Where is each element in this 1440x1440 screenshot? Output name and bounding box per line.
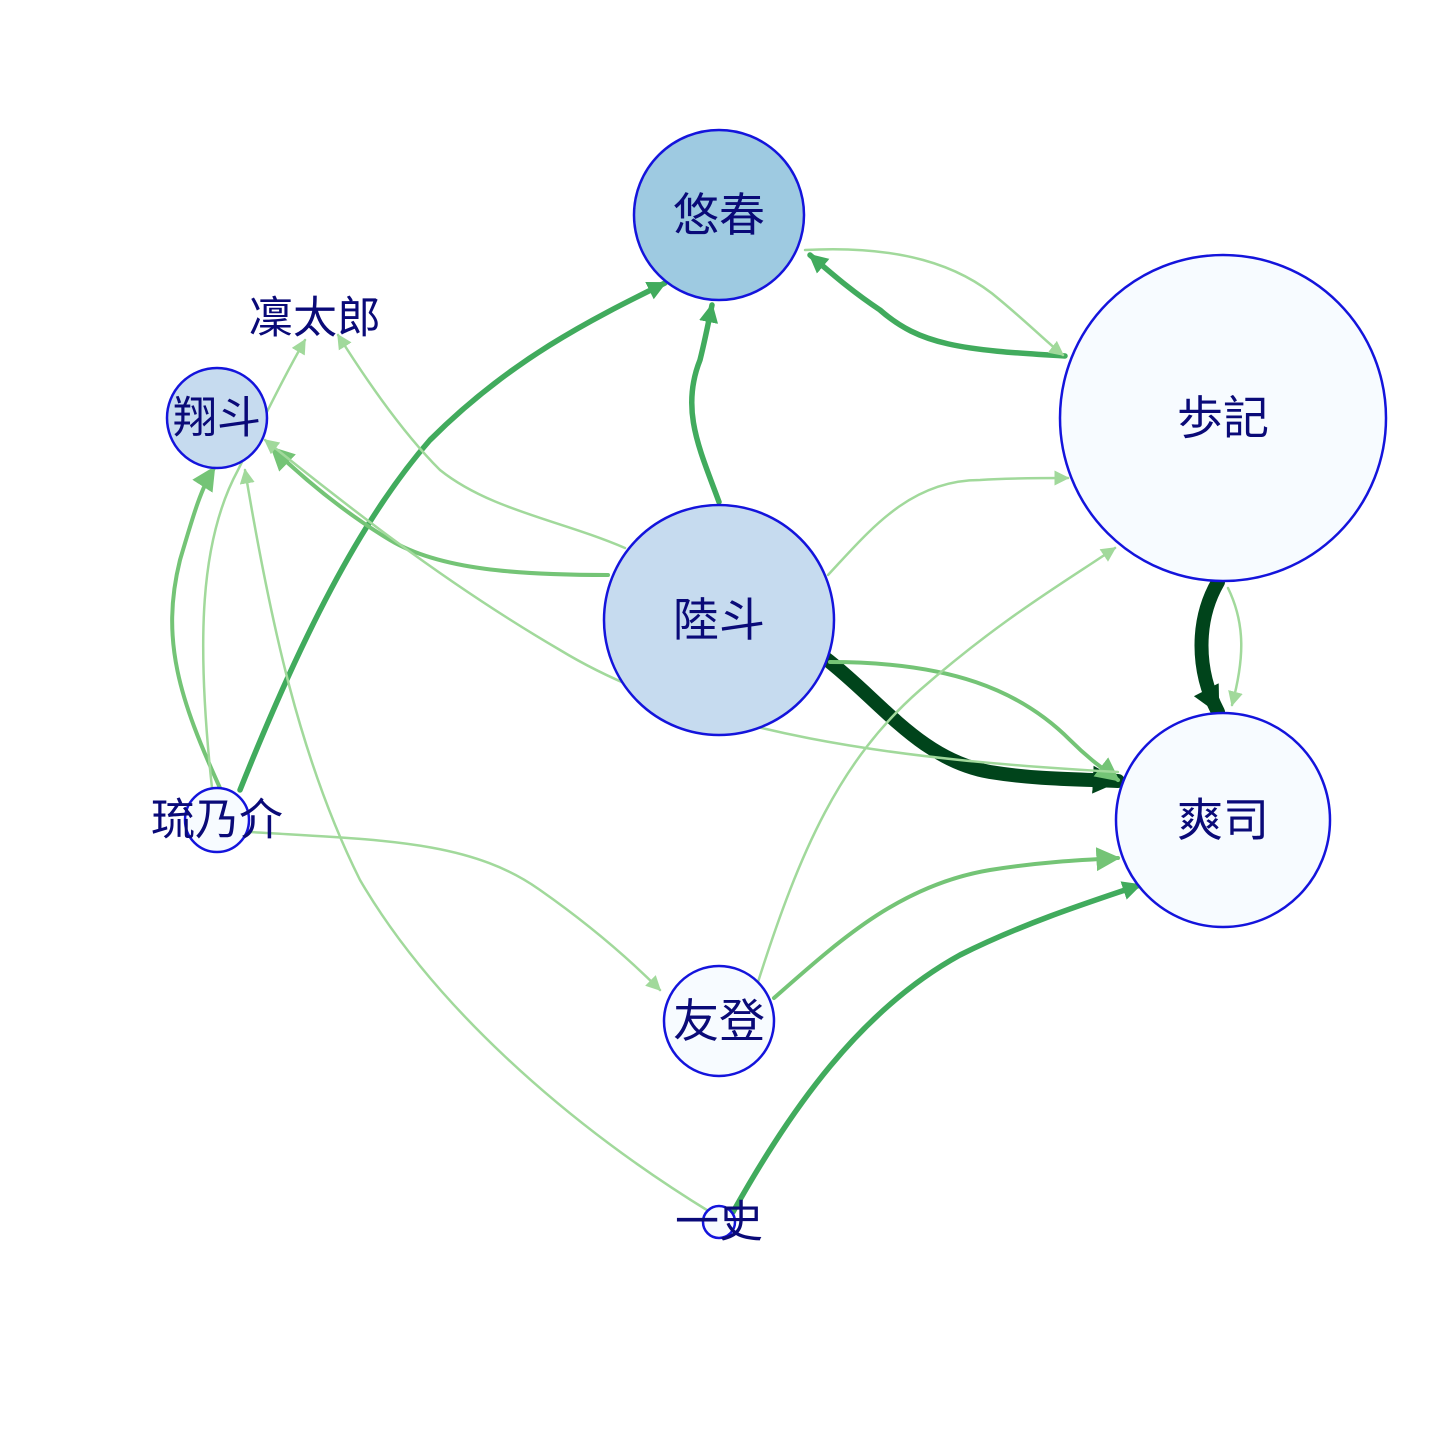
edge-ayuki-to-haruka [807, 252, 1068, 359]
edge-rikuto-to-shoto [270, 446, 610, 577]
node-rintaro: 凜太郎 [249, 293, 381, 344]
node-circle-yuto [662, 964, 776, 1078]
node-label-ayuki: 歩記 [1177, 391, 1269, 445]
edge-kazushi-to-sojiro [730, 881, 1143, 1215]
node-label-yuto: 友登 [673, 994, 765, 1048]
node-circle-ayuki [1058, 253, 1388, 583]
node-shoto: 翔斗 [165, 366, 269, 470]
edge-sojiro-to-shoto [263, 438, 1120, 774]
node-label-rikuto: 陸斗 [673, 593, 765, 647]
edge-runosuke-to-rintaro [201, 338, 307, 790]
node-label-kazushi: 一史 [675, 1197, 763, 1248]
edge-layer [170, 248, 1243, 1215]
edge-rikuto-to-rintaro [336, 333, 627, 550]
edge-runosuke-to-yuto [248, 830, 662, 992]
edge-runosuke-to-shoto [170, 465, 222, 790]
edge-sojiro-to-ayuki [1226, 586, 1243, 707]
node-sojiro: 爽司 [1114, 711, 1332, 929]
node-label-sojiro: 爽司 [1177, 793, 1269, 847]
node-label-shoto: 翔斗 [173, 393, 261, 444]
node-yuto: 友登 [662, 964, 776, 1078]
edge-rikuto-to-sojiro [828, 660, 1120, 782]
edge-rikuto-to-ayuki [826, 470, 1070, 577]
edge-yuto-to-sojiro [772, 847, 1121, 1000]
node-label-rintaro: 凜太郎 [249, 293, 381, 344]
edge-kazushi-to-shoto [239, 468, 712, 1214]
node-ayuki: 歩記 [1058, 253, 1388, 583]
node-circle-kazushi [701, 1204, 737, 1240]
edge-haruka-to-ayuki [803, 248, 1065, 357]
edge-rikuto-to-sojiro [818, 651, 1125, 794]
node-circle-sojiro [1114, 711, 1332, 929]
node-circle-rikuto [602, 503, 836, 737]
node-kazushi: 一史 [675, 1197, 763, 1248]
node-label-runosuke: 琉乃介 [151, 795, 283, 846]
node-runosuke: 琉乃介 [151, 786, 283, 854]
edge-ayuki-to-sojiro [1193, 575, 1225, 719]
node-haruka: 悠春 [632, 128, 806, 302]
edge-yuto-to-ayuki [756, 546, 1117, 984]
node-circle-shoto [165, 366, 269, 470]
node-label-haruka: 悠春 [673, 188, 765, 242]
edge-rikuto-to-haruka [688, 302, 722, 505]
edge-runosuke-to-haruka [237, 280, 668, 793]
node-circle-runosuke [183, 786, 251, 854]
node-rikuto: 陸斗 [602, 503, 836, 737]
node-circle-haruka [632, 128, 806, 302]
